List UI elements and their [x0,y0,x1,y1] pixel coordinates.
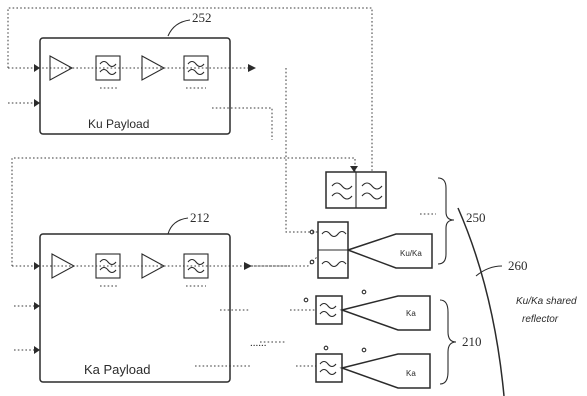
svg-text:reflector: reflector [522,314,559,325]
ref-212: 212 [167,210,210,235]
amplifier-icon [141,55,166,81]
filter-icon [183,55,209,81]
reflector-label: Ku/Ka shared reflector [516,296,577,325]
ka-horn-1: Ka [339,289,431,331]
filter-icon [95,55,121,81]
horn-ka-2-label: Ka [406,369,416,378]
horn-ka-1-label: Ka [406,309,416,318]
upper-diplexer [325,166,387,209]
filter-icon [95,253,121,279]
amplifier-icon [51,253,76,279]
ellipsis-label: ...... [250,337,267,349]
brace-210: 210 [439,299,482,385]
ku-payload-block: Ku Payload [34,37,256,135]
svg-text:Ku/Ka shared: Ku/Ka shared [516,296,577,307]
shared-reflector [457,207,505,396]
amplifier-icon [141,253,166,279]
svg-text:210: 210 [462,334,482,349]
ka-payload-outline [39,233,231,383]
ka-filter-2 [315,345,343,383]
ref-252: 252 [167,10,212,37]
svg-text:212: 212 [190,210,210,225]
horn-ku-ka-label: Ku/Ka [400,249,422,258]
ku-ka-diplexer [309,221,349,279]
filter-icon [183,253,209,279]
ku-payload-outline [39,37,231,135]
svg-text:260: 260 [508,258,528,273]
dotted-signal-paths [7,7,436,367]
ka-horn-2: Ka [339,347,431,389]
brace-250: 250 [437,177,486,265]
ref-260: 260 [475,258,528,277]
ku-payload-label: Ku Payload [88,117,149,131]
ka-payload-block: Ka Payload [34,233,252,383]
svg-text:250: 250 [466,210,486,225]
ku-ka-horn: Ku/Ka [345,233,433,269]
amplifier-icon [49,55,74,81]
svg-text:252: 252 [192,10,212,25]
ka-payload-label: Ka Payload [84,362,151,377]
